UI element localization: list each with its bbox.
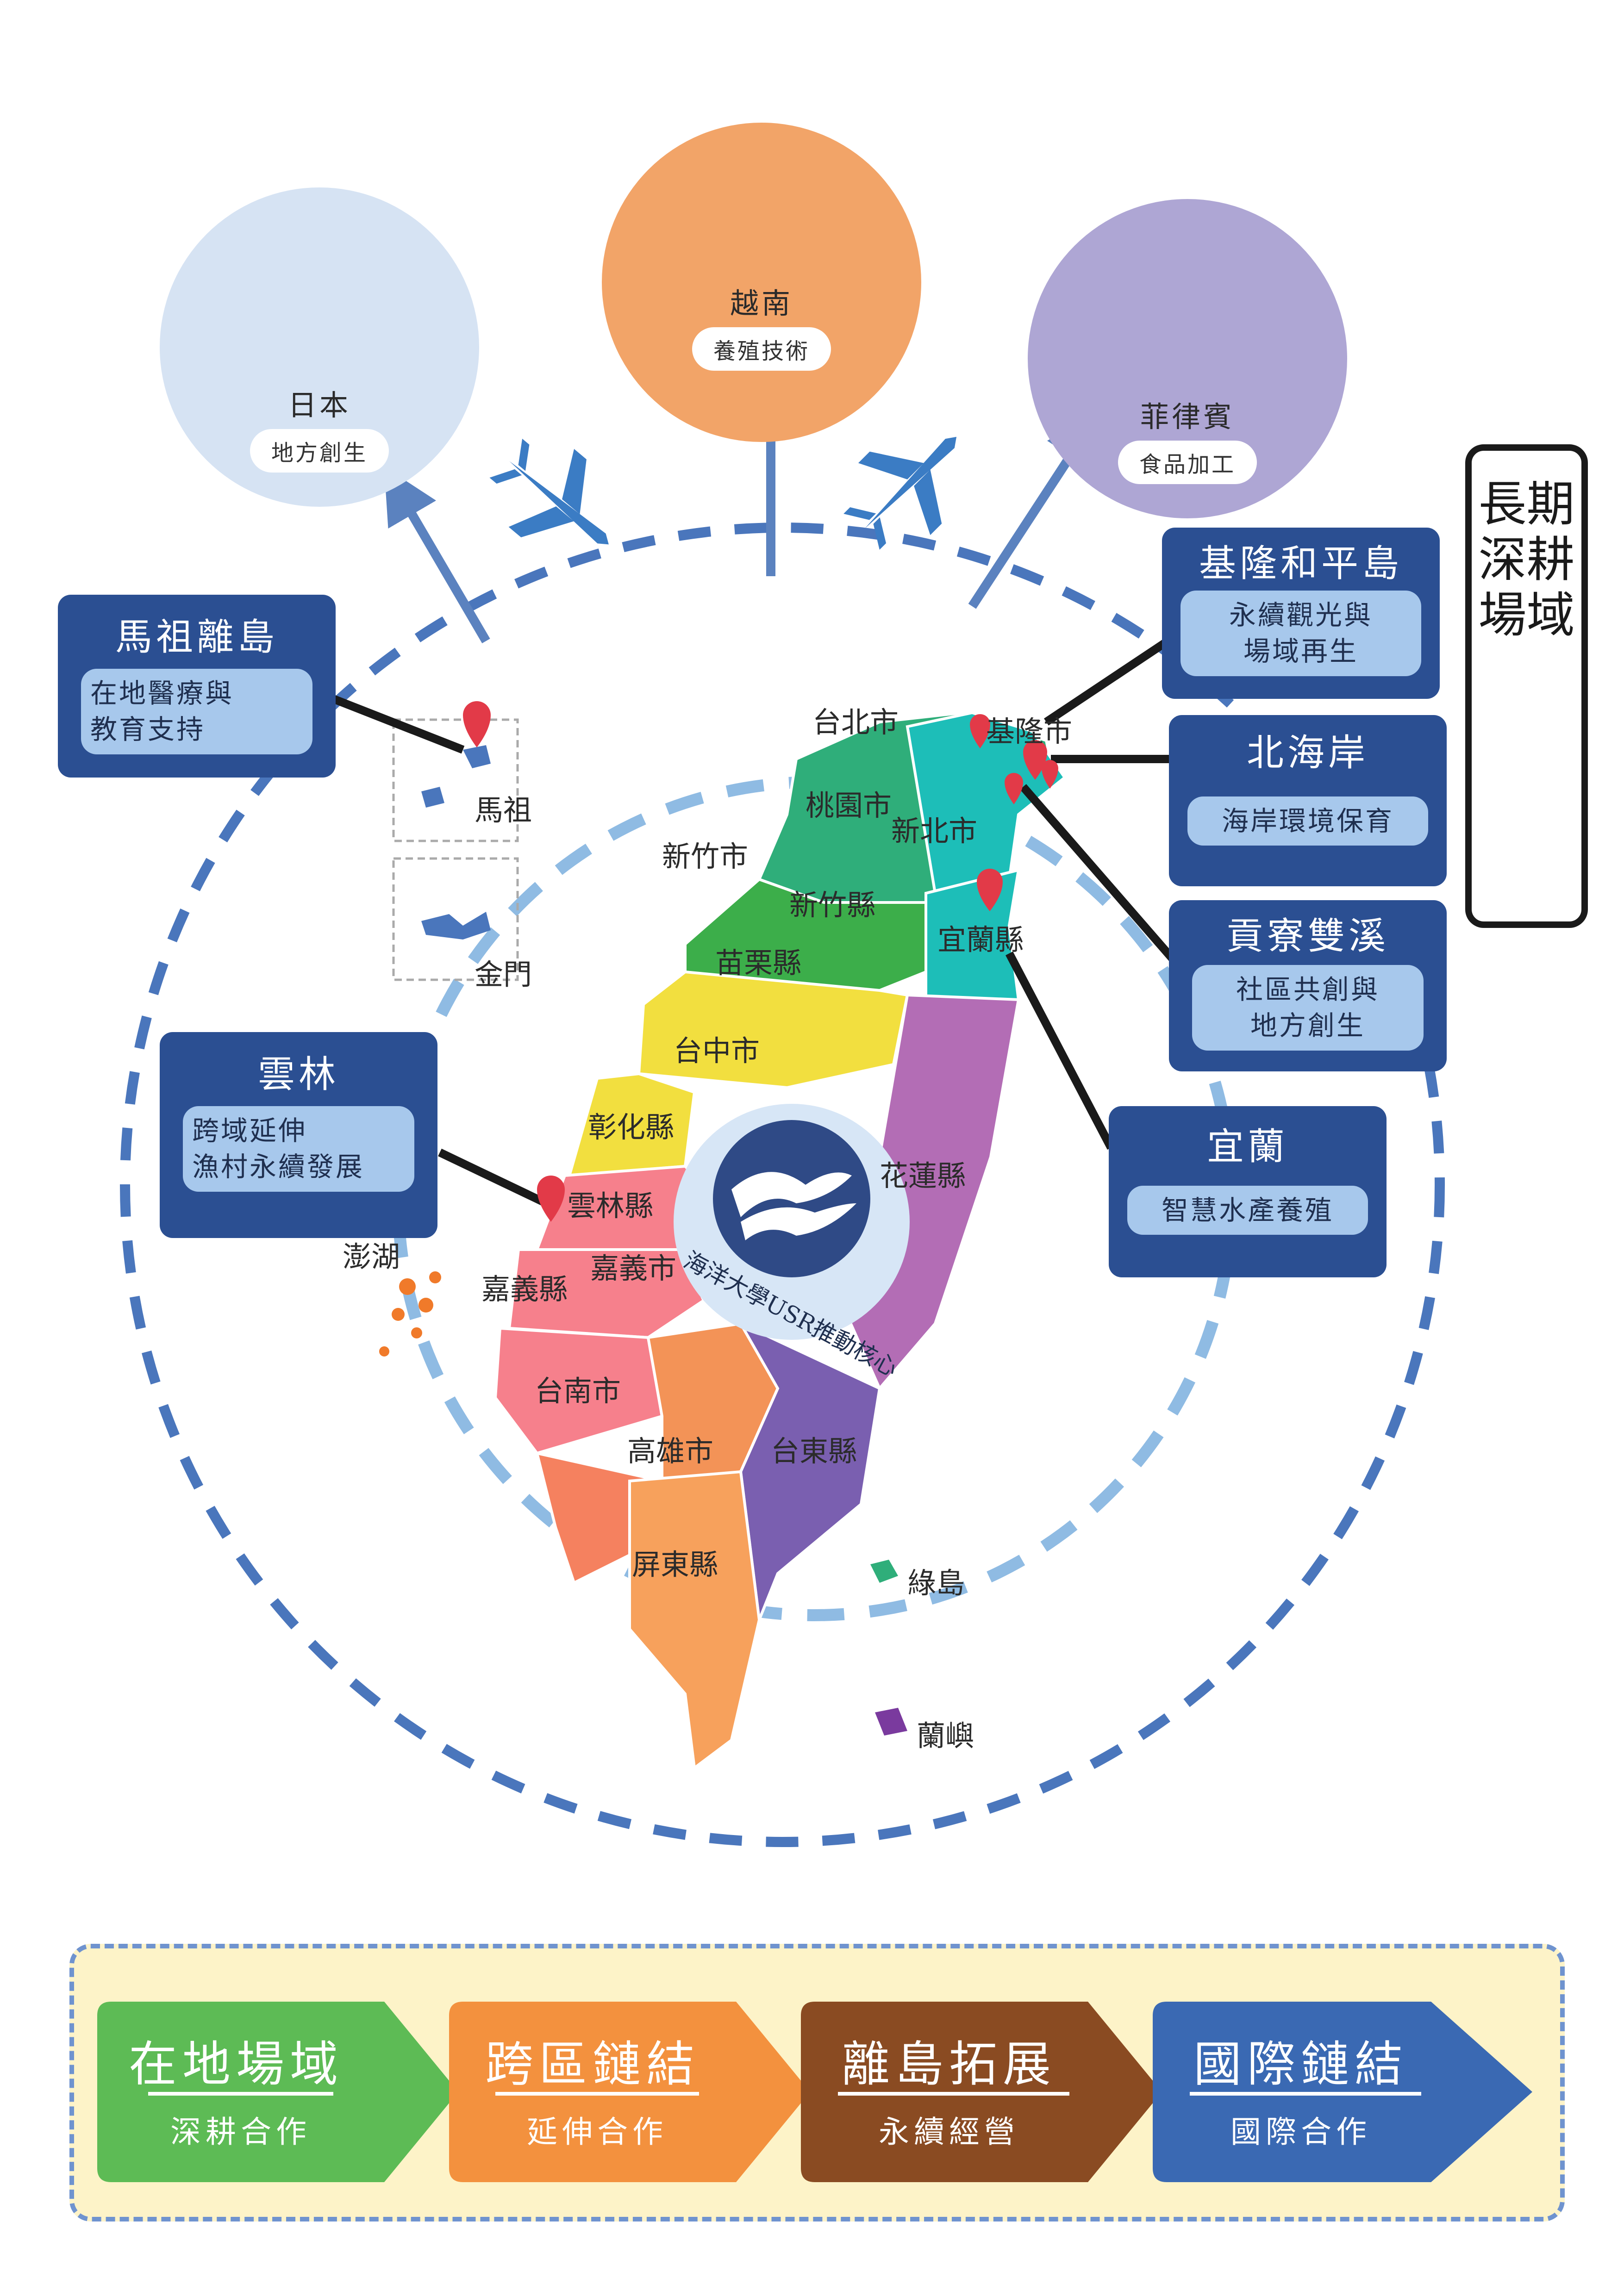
long-term-field-banner: 長期深耕場域 (1465, 444, 1588, 928)
step-subtitle: 延伸合作 (527, 2114, 668, 2150)
region-tainan (493, 1326, 664, 1455)
map-pin-icon (1042, 760, 1058, 789)
site-desc: 海岸環境保育 (1187, 796, 1428, 846)
step-subtitle: 永續經營 (879, 2114, 1019, 2150)
map-pin-icon (970, 714, 990, 748)
plane-icon (489, 438, 609, 545)
map-label-chiayi-county: 嘉義縣 (481, 1272, 568, 1306)
step-title: 離島拓展 (841, 2036, 1056, 2092)
step-divider (148, 2092, 333, 2096)
step-international: 國際鏈結 國際合作 (1153, 2002, 1537, 2182)
site-title: 北海岸 (1247, 731, 1369, 774)
region-changhua (567, 1072, 696, 1177)
step-title: 跨區鏈結 (485, 2036, 700, 2092)
country-tag: 地方創生 (250, 429, 389, 473)
ocean-wave-logo-icon (674, 1104, 910, 1340)
region-pingtung (628, 1470, 761, 1771)
region-chiayi (507, 1248, 706, 1339)
site-title: 貢寮雙溪 (1226, 915, 1389, 958)
map-label-orchid-island: 蘭嶼 (917, 1719, 974, 1753)
banner-text: 長期深耕場域 (1478, 476, 1575, 643)
site-card-keelung-heping: 基隆和平島 永續觀光與 場域再生 (1162, 528, 1440, 699)
site-card-north-coast: 北海岸 海岸環境保育 (1169, 715, 1447, 886)
map-label-pingtung: 屏東縣 (632, 1548, 718, 1581)
map-label-taichung: 台中市 (674, 1034, 760, 1068)
site-title: 基隆和平島 (1199, 542, 1403, 585)
map-label-green-island: 綠島 (907, 1566, 965, 1600)
country-name: 菲律賓 (1140, 400, 1235, 434)
matsu-islands (392, 718, 519, 842)
map-label-taipei: 台北市 (812, 705, 899, 739)
map-label-hsinchu-city: 新竹市 (662, 840, 749, 873)
step-divider (1190, 2092, 1421, 2096)
step-divider (838, 2092, 1069, 2096)
site-desc: 社區共創與 地方創生 (1192, 965, 1424, 1051)
map-pin-icon (1005, 773, 1023, 804)
country-tag: 食品加工 (1118, 441, 1257, 484)
map-label-new-taipei: 新北市 (891, 814, 978, 848)
map-label-hualien: 花蓮縣 (880, 1159, 966, 1193)
orchid-island (875, 1708, 907, 1736)
map-label-kinmen: 金門 (475, 958, 532, 991)
site-card-yilan: 宜蘭 智慧水產養殖 (1109, 1106, 1387, 1277)
country-tag: 養殖技術 (692, 327, 831, 371)
map-pin-icon (977, 869, 1003, 911)
map-label-keelung: 基隆市 (986, 715, 1073, 748)
country-name: 日本 (287, 388, 351, 422)
step-subtitle: 深耕合作 (170, 2114, 311, 2150)
collaboration-steps: 在地場域 深耕合作 跨區鏈結 延伸合作 離島拓展 永續經營 國際鏈結 (69, 1944, 1565, 2221)
country-vietnam: 越南 養殖技術 (602, 123, 921, 442)
site-desc: 永續觀光與 場域再生 (1181, 591, 1421, 676)
step-local: 在地場域 深耕合作 (97, 2002, 468, 2182)
map-pin-icon (1023, 740, 1047, 780)
map-label-changhua: 彰化縣 (588, 1110, 675, 1144)
step-title: 國際鏈結 (1193, 2036, 1408, 2092)
map-label-kaohsiung: 高雄市 (627, 1434, 714, 1468)
country-philippines: 菲律賓 食品加工 (1028, 199, 1347, 518)
map-label-matsu: 馬祖 (475, 793, 532, 827)
kinmen-islands (392, 857, 519, 981)
map-label-yilan: 宜蘭縣 (937, 923, 1024, 957)
step-title: 在地場域 (128, 2036, 344, 2092)
outer-ring (120, 523, 1445, 1847)
map-label-hsinchu-county: 新竹縣 (789, 888, 876, 922)
map-pin-icon (537, 1176, 565, 1222)
map-label-chiayi-city: 嘉義市 (590, 1251, 677, 1285)
region-taitung (737, 1320, 881, 1621)
step-divider (495, 2092, 699, 2096)
site-desc: 智慧水產養殖 (1127, 1186, 1368, 1235)
site-card-matsu: 馬祖離島 在地醫療與 教育支持 (58, 595, 336, 778)
site-title: 馬祖離島 (115, 616, 278, 659)
site-title: 宜蘭 (1207, 1125, 1288, 1168)
map-label-penghu: 澎湖 (343, 1240, 400, 1274)
site-title: 雲林 (258, 1053, 339, 1096)
site-desc: 在地醫療與 教育支持 (81, 669, 312, 754)
step-cross-region: 跨區鏈結 延伸合作 (449, 2002, 819, 2182)
map-label-yunlin: 雲林縣 (567, 1189, 654, 1223)
site-card-gongliao: 貢寮雙溪 社區共創與 地方創生 (1169, 900, 1447, 1071)
map-label-tainan: 台南市 (535, 1374, 621, 1408)
penghu-islands (379, 1271, 441, 1356)
country-japan: 日本 地方創生 (160, 187, 479, 507)
connector-lines (331, 635, 1179, 1207)
plane-icon (843, 436, 957, 550)
green-island (870, 1560, 898, 1583)
site-desc: 跨域延伸 漁村永續發展 (183, 1106, 414, 1192)
step-offshore: 離島拓展 永續經營 (801, 2002, 1171, 2182)
arrow-japan (384, 467, 490, 644)
country-name: 越南 (730, 286, 793, 320)
site-card-yunlin: 雲林 跨域延伸 漁村永續發展 (160, 1032, 437, 1238)
map-pin-icon (463, 701, 491, 747)
step-subtitle: 國際合作 (1230, 2114, 1371, 2150)
map-label-taoyuan: 桃園市 (806, 789, 892, 822)
map-label-miaoli: 苗栗縣 (715, 946, 802, 980)
map-pins (463, 701, 1058, 1222)
map-label-taitung: 台東縣 (771, 1434, 857, 1468)
